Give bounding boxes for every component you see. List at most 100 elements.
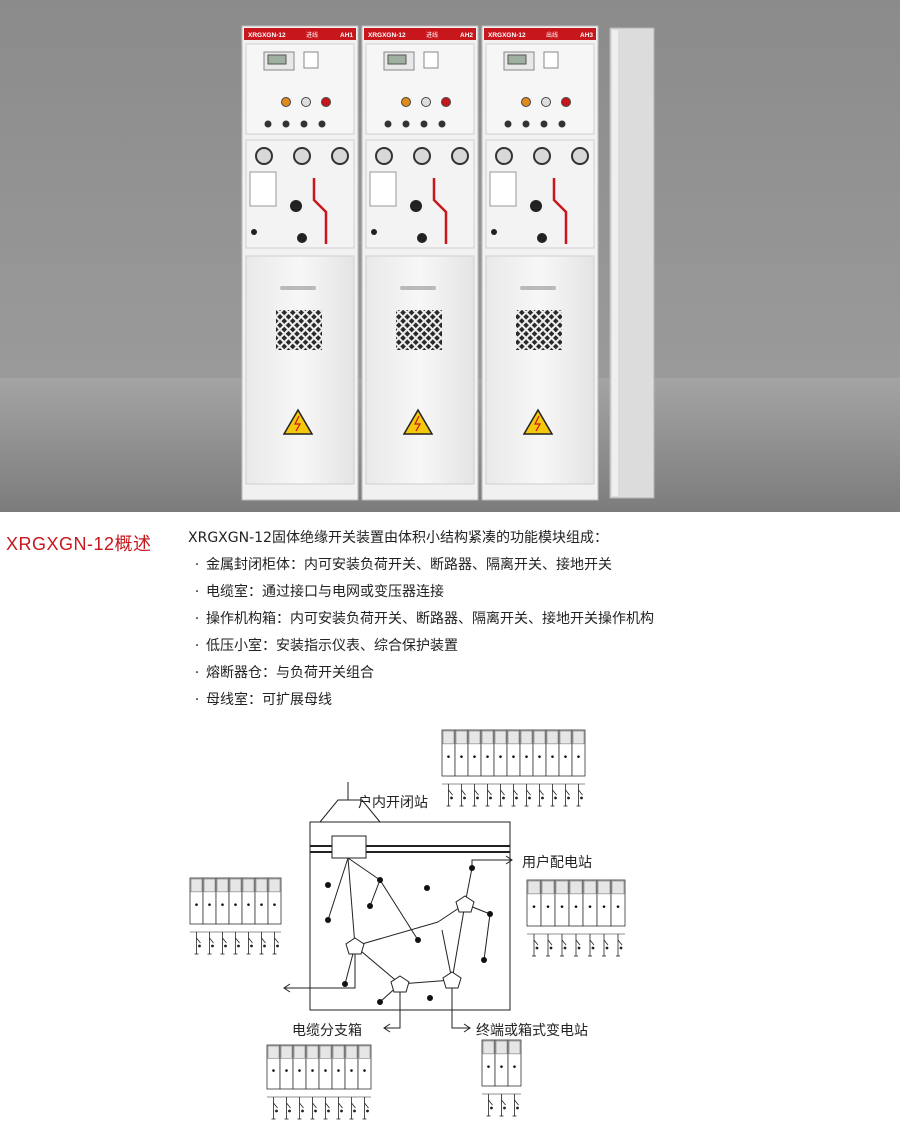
viewing-window-icon — [255, 147, 273, 165]
bullet-mark: · — [194, 557, 200, 573]
ventilation-grille — [516, 310, 562, 350]
cable-compartment-door — [365, 255, 475, 485]
indicator-light-icon — [401, 97, 411, 107]
pentagon-node — [390, 975, 410, 993]
label-user-substation: 用户配电站 — [522, 855, 592, 871]
operating-handle-icon — [537, 233, 547, 243]
feature-list: · 金属封闭柜体：内可安装负荷开关、断路器、隔离开关、接地开关 · 电缆室：通过接口… — [188, 555, 654, 717]
overview-heading: XRGXGN-12概述 — [6, 534, 152, 554]
cabinet: XRGXGN-12 进线 AH2 — [361, 25, 479, 501]
operating-handle-icon — [417, 233, 427, 243]
door-handle — [280, 286, 316, 290]
operating-handle-icon — [297, 233, 307, 243]
viewing-window-icon — [331, 147, 349, 165]
viewing-window-icon — [413, 147, 431, 165]
cabinet-id-label: AH3 — [580, 32, 593, 39]
selector-switch-icon — [402, 120, 410, 128]
indicator-light-icon — [421, 97, 431, 107]
selector-switch-icon — [504, 120, 512, 128]
cabinet-function-label: 进线 — [426, 31, 438, 39]
bullet-mark: · — [194, 638, 200, 654]
mimic-diagram — [432, 178, 448, 244]
feature-text: 电缆室：通过接口与电网或变压器连接 — [206, 584, 444, 600]
viewing-window-icon — [495, 147, 513, 165]
meter-display — [387, 54, 407, 65]
operating-handle-icon — [290, 200, 302, 212]
indicator-light-icon — [441, 97, 451, 107]
indicator-light-icon — [301, 97, 311, 107]
bullet-mark: · — [194, 692, 200, 708]
ventilation-grille — [396, 310, 442, 350]
cabinet-function-label: 出线 — [546, 31, 558, 39]
selector-switch-icon — [420, 120, 428, 128]
cabinet-id-label: AH2 — [460, 32, 473, 39]
selector-switch-icon — [438, 120, 446, 128]
selector-switch-icon — [318, 120, 326, 128]
cabinet: XRGXGN-12 进线 AH1 — [241, 25, 359, 501]
high-voltage-warning-icon — [282, 408, 314, 435]
high-voltage-warning-icon — [522, 408, 554, 435]
label-terminal-substation: 终端或箱式变电站 — [476, 1023, 588, 1039]
viewing-window-icon — [533, 147, 551, 165]
feature-item: · 熔断器仓：与负荷开关组合 — [188, 663, 654, 690]
feature-text: 低压小室：安装指示仪表、综合保护装置 — [206, 638, 458, 654]
cable-compartment-door — [245, 255, 355, 485]
label-cable-branch-box: 电缆分支箱 — [292, 1023, 362, 1039]
selector-switch-icon — [282, 120, 290, 128]
cabinet-id-label: AH1 — [340, 32, 353, 39]
cabinet-model-label: XRGXGN-12 — [488, 32, 526, 39]
high-voltage-warning-icon — [402, 408, 434, 435]
pentagon-node — [455, 895, 475, 913]
switchgear-lineup-icon — [189, 877, 282, 955]
indicator-light-icon — [321, 97, 331, 107]
feature-item: · 母线室：可扩展母线 — [188, 690, 654, 717]
meter-display — [507, 54, 527, 65]
feature-text: 金属封闭柜体：内可安装负荷开关、断路器、隔离开关、接地开关 — [206, 557, 612, 573]
bullet-mark: · — [194, 584, 200, 600]
label-indoor-station: 户内开闭站 — [358, 795, 428, 811]
viewing-window-icon — [451, 147, 469, 165]
indicator-light-icon — [561, 97, 571, 107]
indicator-light-icon — [521, 97, 531, 107]
switchgear-cabinets: XRGXGN-12 进线 AH1 XRGXGN-12 进线 AH2 XRGXGN-12 出线 A… — [241, 25, 599, 501]
indicator-light-icon — [541, 97, 551, 107]
switchgear-lineup-icon — [526, 879, 626, 957]
feature-item: · 低压小室：安装指示仪表、综合保护装置 — [188, 636, 654, 663]
pentagon-node — [442, 971, 462, 989]
door-handle — [520, 286, 556, 290]
pentagon-node — [345, 937, 365, 955]
selector-switch-icon — [384, 120, 392, 128]
bullet-mark: · — [194, 665, 200, 681]
selector-switch-icon — [264, 120, 272, 128]
operating-handle-icon — [410, 200, 422, 212]
cable-compartment-door — [485, 255, 595, 485]
station-room — [309, 821, 511, 1011]
indicator-light-icon — [281, 97, 291, 107]
feature-item: · 金属封闭柜体：内可安装负荷开关、断路器、隔离开关、接地开关 — [188, 555, 654, 582]
feature-text: 操作机构箱：内可安装负荷开关、断路器、隔离开关、接地开关操作机构 — [206, 611, 654, 627]
feature-item: · 电缆室：通过接口与电网或变压器连接 — [188, 582, 654, 609]
meter-display — [267, 54, 287, 65]
feature-text: 母线室：可扩展母线 — [206, 692, 332, 708]
cabinet-function-label: 进线 — [306, 31, 318, 39]
mimic-diagram — [552, 178, 568, 244]
viewing-window-icon — [375, 147, 393, 165]
ventilation-grille — [276, 310, 322, 350]
feature-item: · 操作机构箱：内可安装负荷开关、断路器、隔离开关、接地开关操作机构 — [188, 609, 654, 636]
cabinet-model-label: XRGXGN-12 — [368, 32, 406, 39]
switchgear-lineup-icon — [441, 729, 586, 807]
feature-text: 熔断器仓：与负荷开关组合 — [206, 665, 374, 681]
viewing-window-icon — [571, 147, 589, 165]
indoor-station-node — [331, 835, 367, 859]
bullet-mark: · — [194, 611, 200, 627]
mimic-diagram — [312, 178, 328, 244]
selector-switch-icon — [558, 120, 566, 128]
cabinet-model-label: XRGXGN-12 — [248, 32, 286, 39]
cabinet: XRGXGN-12 出线 AH3 — [481, 25, 599, 501]
selector-switch-icon — [540, 120, 548, 128]
overview-intro: XRGXGN-12固体绝缘开关装置由体积小结构紧凑的功能模块组成： — [188, 530, 608, 546]
switchgear-lineup-icon — [266, 1044, 372, 1120]
selector-switch-icon — [522, 120, 530, 128]
selector-switch-icon — [300, 120, 308, 128]
operating-handle-icon — [530, 200, 542, 212]
